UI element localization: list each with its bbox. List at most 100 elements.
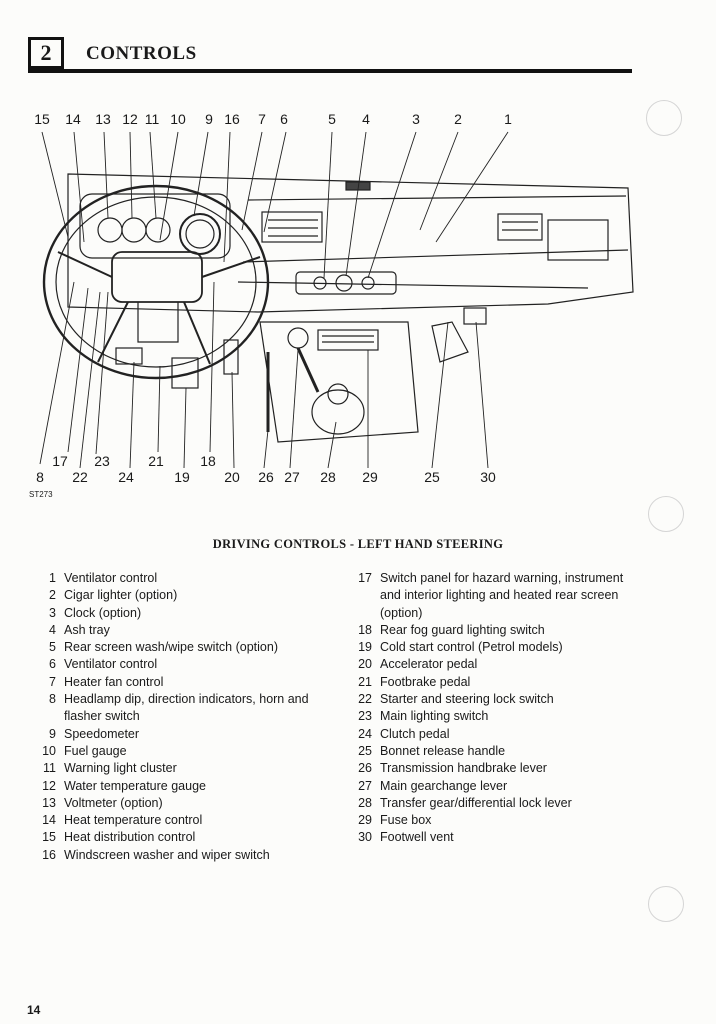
legend-number: 26 (358, 761, 372, 776)
legend-item: 22 Starter and steering lock switch (352, 691, 632, 708)
header-rule (28, 69, 632, 73)
legend-item: 14 Heat temperature control (36, 812, 326, 829)
legend-text: Warning light cluster (64, 761, 177, 776)
legend-text: Clutch pedal (380, 726, 450, 741)
callout-30: 30 (480, 469, 496, 485)
callout-24: 24 (118, 469, 134, 485)
legend-number: 10 (42, 743, 56, 758)
callout-22: 22 (72, 469, 88, 485)
speedometer-dial (179, 213, 221, 255)
callout-25: 25 (424, 469, 440, 485)
callout-2: 2 (454, 111, 462, 127)
legend-item: 20 Accelerator pedal (352, 656, 632, 673)
legend-number: 3 (49, 605, 56, 620)
legend-text: Cigar lighter (option) (64, 588, 178, 603)
legend-text: Ventilator control (64, 571, 158, 585)
gear-gaiter (311, 389, 365, 435)
legend-number: 28 (358, 795, 372, 810)
legend-number: 14 (42, 813, 56, 828)
callout-9: 9 (205, 111, 213, 127)
legend-text: Fuse box (380, 813, 432, 828)
legend-number: 23 (358, 709, 372, 724)
dashboard-illustration (39, 131, 634, 469)
legend-right-column: 17 Switch panel for hazard warning, instr… (352, 570, 632, 847)
legend-text: Footbrake pedal (380, 674, 471, 689)
legend-item: 25 Bonnet release handle (352, 743, 632, 760)
legend-text: Cold start control (Petrol models) (380, 640, 563, 655)
callout-10: 10 (170, 111, 186, 127)
legend-item: 2 Cigar lighter (option) (36, 587, 326, 604)
legend-text: Footwell vent (380, 830, 454, 845)
callout-17: 17 (52, 453, 68, 469)
legend-text: Heater fan control (64, 674, 164, 689)
fuse-box (317, 329, 379, 351)
figure-reference: ST273 (29, 490, 53, 499)
legend-item: 6 Ventilator control (36, 656, 326, 673)
callout-6: 6 (280, 111, 288, 127)
section-title: CONTROLS (86, 43, 197, 64)
legend-number: 20 (358, 657, 372, 672)
legend-text: Accelerator pedal (380, 657, 478, 672)
legend-item: 17 Switch panel for hazard warning, instr… (352, 570, 632, 622)
legend-item: 29 Fuse box (352, 812, 632, 829)
callout-3: 3 (412, 111, 420, 127)
legend-text: Transmission handbrake lever (380, 761, 547, 776)
legend-number: 29 (358, 813, 372, 828)
legend-number: 16 (42, 847, 56, 862)
dash-top-edge (247, 195, 627, 201)
callout-11: 11 (144, 111, 160, 127)
glovebox-vent (547, 219, 609, 261)
legend-number: 2 (49, 588, 56, 603)
top-leader-lines (41, 131, 509, 279)
legend-number: 6 (49, 657, 56, 672)
legend-number: 27 (358, 778, 372, 793)
legend-item: 26 Transmission handbrake lever (352, 760, 632, 777)
legend-text: Heat temperature control (64, 813, 203, 828)
legend-text: Water temperature gauge (64, 778, 206, 793)
legend-number: 5 (49, 640, 56, 655)
legend-text: Speedometer (64, 726, 140, 741)
legend-number: 22 (358, 692, 372, 707)
legend-text: Clock (option) (64, 605, 142, 620)
legend-number: 18 (358, 622, 372, 637)
callout-16: 16 (224, 111, 240, 127)
binder-hole-top (646, 100, 682, 136)
callout-4: 4 (362, 111, 370, 127)
legend-number: 25 (358, 743, 372, 758)
legend-text: Bonnet release handle (380, 743, 506, 758)
clutch-pedal (115, 347, 143, 365)
legend-text: Voltmeter (option) (64, 795, 163, 810)
legend-item: 3 Clock (option) (36, 605, 326, 622)
legend-text: Rear screen wash/wipe switch (option) (64, 640, 278, 655)
callout-14: 14 (65, 111, 81, 127)
gauge-13 (97, 217, 123, 243)
legend-text: Switch panel for hazard warning, instrum… (380, 571, 624, 620)
legend-text: Headlamp dip, direction indicators, horn… (64, 692, 309, 724)
callout-7: 7 (258, 111, 266, 127)
footwell-vent (431, 321, 469, 363)
diagram-title: DRIVING CONTROLS - LEFT HAND STEERING (212, 537, 504, 551)
gauge-11 (145, 217, 171, 243)
legend-number: 17 (358, 571, 372, 585)
callout-12: 12 (122, 111, 138, 127)
bonnet-release (463, 307, 487, 325)
legend-number: 24 (358, 726, 372, 741)
legend-text: Ash tray (64, 622, 110, 637)
transmission-tunnel (259, 321, 419, 443)
callout-26: 26 (258, 469, 274, 485)
legend-text: Starter and steering lock switch (380, 692, 554, 707)
legend-text: Ventilator control (64, 657, 158, 672)
gauge-12 (121, 217, 147, 243)
gear-knob (287, 327, 309, 349)
bottom-leader-lines (39, 281, 489, 469)
dash-lower-edge (242, 249, 629, 263)
driving-controls-diagram: 15 14 13 12 11 10 9 16 7 6 5 4 3 2 1 8 1… (28, 112, 640, 492)
